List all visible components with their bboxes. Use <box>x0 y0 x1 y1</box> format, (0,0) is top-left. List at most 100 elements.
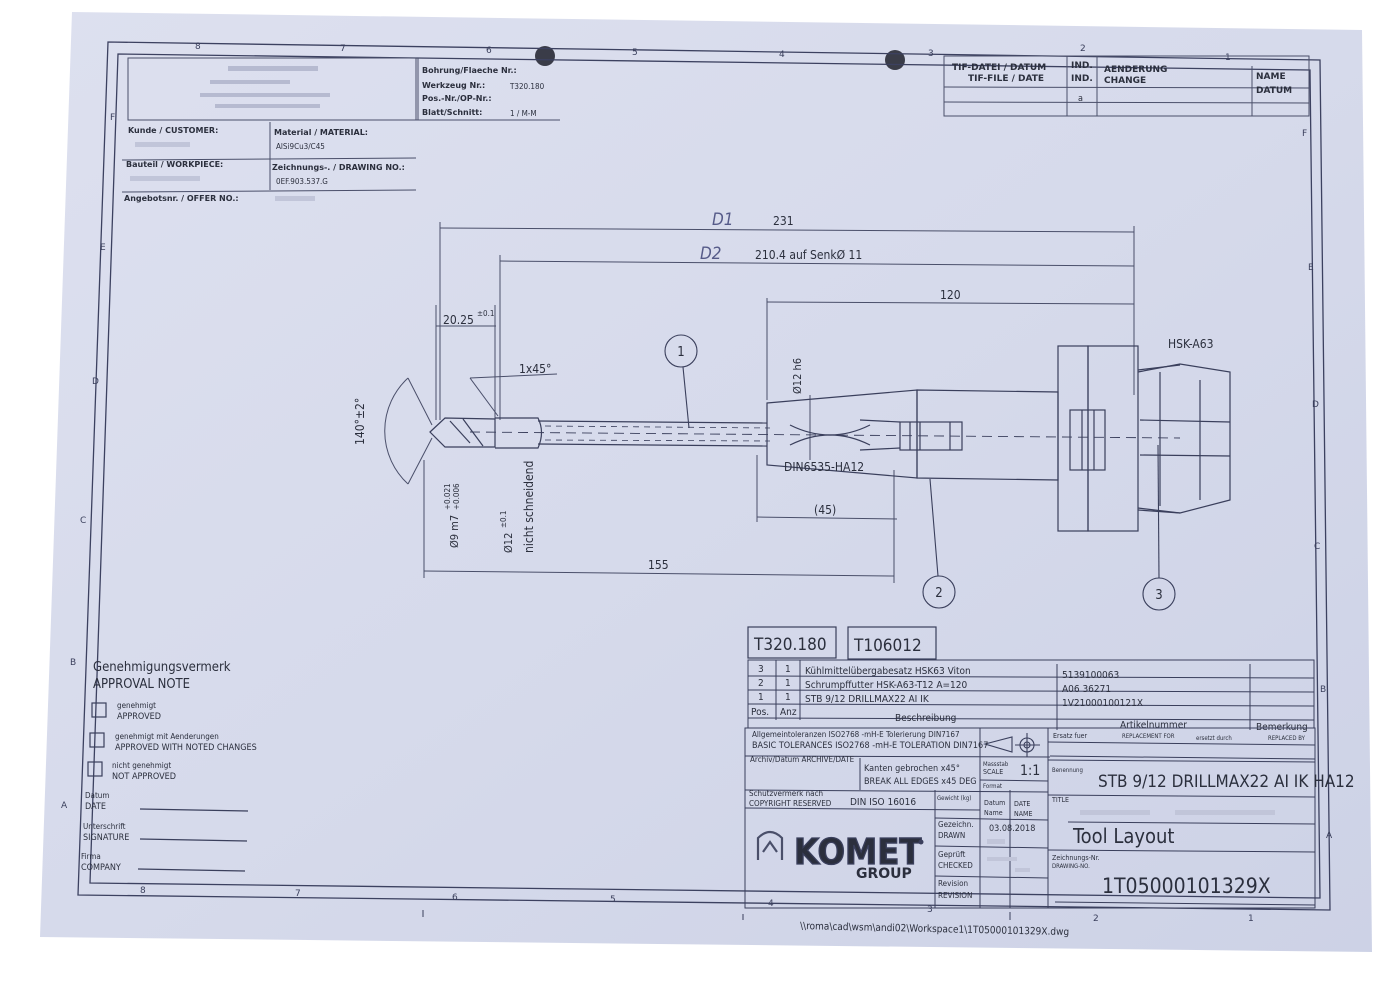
change-label: CHANGE <box>1104 76 1146 86</box>
name-label: NAME <box>1256 72 1286 82</box>
zone-top-1: 1 <box>1225 53 1231 63</box>
scale-label1: Massstab <box>983 761 1009 768</box>
zone-left-A: A <box>61 801 68 811</box>
zone-top-7: 7 <box>340 44 346 54</box>
weight-label: Gewicht (kg) <box>937 795 971 802</box>
approval-date-label: Datum <box>85 791 109 800</box>
balloon-3-label: 3 <box>1155 588 1162 603</box>
zone-right-C: C <box>1314 542 1320 552</box>
tool-id-2: T106012 <box>853 636 922 656</box>
replacement-label2: REPLACEMENT FOR <box>1122 733 1175 740</box>
zone-top-5: 5 <box>632 48 638 58</box>
dim-hsk: HSK-A63 <box>1168 337 1214 351</box>
dim-insert-length: (45) <box>814 503 836 517</box>
blurred-title-text <box>987 810 1275 872</box>
tol-line2: BASIC TOLERANCES ISO2768 -mH-E TOLERATIO… <box>752 741 988 751</box>
zone-bottom-6: 6 <box>452 893 458 903</box>
approval-title: Genehmigungsvermerk <box>93 660 231 675</box>
zone-left-F: F <box>110 113 115 123</box>
dim-d9-tol-bot: +0.006 <box>452 483 461 510</box>
zone-top-6: 6 <box>486 46 492 56</box>
bauteil-label: Bauteil / WORKPIECE: <box>126 160 223 169</box>
approval-opt3-de: nicht genehmigt <box>112 761 171 770</box>
dim-chamfer: 1x45° <box>519 362 551 376</box>
zone-right-A: A <box>1326 831 1333 841</box>
bom-row1-desc: STB 9/12 DRILLMAX22 AI IK <box>805 694 930 705</box>
projection-symbol-icon <box>982 733 1040 757</box>
bom-desc-label: Beschreibung <box>895 713 956 724</box>
copyright-line2: COPYRIGHT RESERVED <box>749 799 832 808</box>
dim-d2-note: D2 <box>700 244 722 264</box>
din-iso: DIN ISO 16016 <box>850 797 916 808</box>
bom-row2-art: A06 36271 <box>1062 684 1111 695</box>
approval-opt1-en: APPROVED <box>117 712 161 722</box>
punch-hole-left <box>535 46 555 66</box>
approval-opt1-de: genehmigt <box>117 701 156 710</box>
date-col-label2: DATE <box>1014 800 1030 808</box>
bohrung-label: Bohrung/Flaeche Nr.: <box>422 66 517 75</box>
tool-name: STB 9/12 DRILLMAX22 AI IK HA12 <box>1098 772 1355 792</box>
zone-top-8: 8 <box>195 42 201 52</box>
zone-right-B: B <box>1320 685 1326 695</box>
approval-signature-label-en: SIGNATURE <box>83 833 129 843</box>
balloon-1 <box>664 334 698 368</box>
approval-company-line[interactable] <box>137 868 246 872</box>
revision-label2: REVISION <box>938 891 972 900</box>
approval-signature-line[interactable] <box>139 838 248 842</box>
approved-with-changes-checkbox[interactable] <box>89 732 105 748</box>
zeichnungs-value: 0EF.903.537.G <box>276 177 328 186</box>
copyright-line1: Schutzvermerk nach <box>749 789 823 798</box>
title-block <box>744 727 1316 909</box>
edges-line1: Kanten gebrochen x45° <box>864 764 960 774</box>
tool-id-box-1 <box>747 626 837 659</box>
dim-d12: Ø12 <box>502 533 515 553</box>
scale-label2: SCALE <box>983 768 1003 776</box>
zeichnungs-label: Zeichnungs-. / DRAWING NO.: <box>272 163 405 172</box>
zone-right-E: E <box>1308 263 1314 273</box>
tool-outline <box>429 345 1231 532</box>
bom-row2-qty: 1 <box>785 678 791 689</box>
approval-opt2-en: APPROVED WITH NOTED CHANGES <box>115 743 257 753</box>
approval-date-line[interactable] <box>139 808 249 812</box>
zone-bottom-3: 3 <box>927 905 933 915</box>
drawing-subtitle: Tool Layout <box>1072 824 1174 848</box>
replaced-label1: ersetzt durch <box>1196 735 1232 742</box>
approval-signature-label: Unterschrift <box>83 822 126 831</box>
dim-step-tol: ±0.1 <box>477 309 494 318</box>
approval-title-en: APPROVAL NOTE <box>93 677 190 692</box>
angebot-label: Angebotsnr. / OFFER NO.: <box>124 194 239 203</box>
bom-row2-desc: Schrumpffutter HSK-A63-T12 A=120 <box>805 680 967 691</box>
name-col-label2: NAME <box>1014 810 1032 818</box>
revision-index: a <box>1078 94 1083 104</box>
ind-label-en: IND. <box>1071 74 1093 84</box>
not-approved-checkbox[interactable] <box>87 761 103 777</box>
format-label: Format <box>983 783 1002 790</box>
replacement-label1: Ersatz fuer <box>1053 732 1088 740</box>
zone-left-D: D <box>92 377 99 387</box>
drill-body-top <box>537 420 768 424</box>
hsk-shank <box>1137 363 1231 514</box>
drill-body-bottom <box>537 443 768 447</box>
dim-shank: Ø12 h6 <box>791 358 804 394</box>
approval-opt2-de: genehmigt mit Aenderungen <box>115 732 219 741</box>
balloon-1-label: 1 <box>677 345 684 360</box>
edges-line2: BREAK ALL EDGES x45 DEG <box>864 777 977 787</box>
checked-label1: Geprüft <box>938 850 965 859</box>
kunde-label: Kunde / CUSTOMER: <box>128 126 218 135</box>
approval-opt3-en: NOT APPROVED <box>112 772 176 782</box>
dim-step-length: 20.25 <box>443 313 474 327</box>
drawing-number: 1T05000101329X <box>1102 874 1271 898</box>
tool-id-1: T320.180 <box>753 635 827 655</box>
dim-tool-length: 155 <box>648 558 669 572</box>
ind-label: IND. <box>1071 61 1093 71</box>
approved-checkbox[interactable] <box>91 702 107 718</box>
komet-logo: KOMET GROUP <box>756 830 924 882</box>
zone-bottom-2: 2 <box>1093 914 1099 924</box>
zone-left-B: B <box>70 658 76 668</box>
dim-non-cutting: nicht schneidend <box>522 461 536 553</box>
date-col-label1: Datum <box>984 799 1005 807</box>
tif-label: TIF-DATEI / DATUM <box>952 63 1046 73</box>
komet-logo-icon <box>756 830 784 860</box>
approval-company-label-en: COMPANY <box>81 863 121 873</box>
